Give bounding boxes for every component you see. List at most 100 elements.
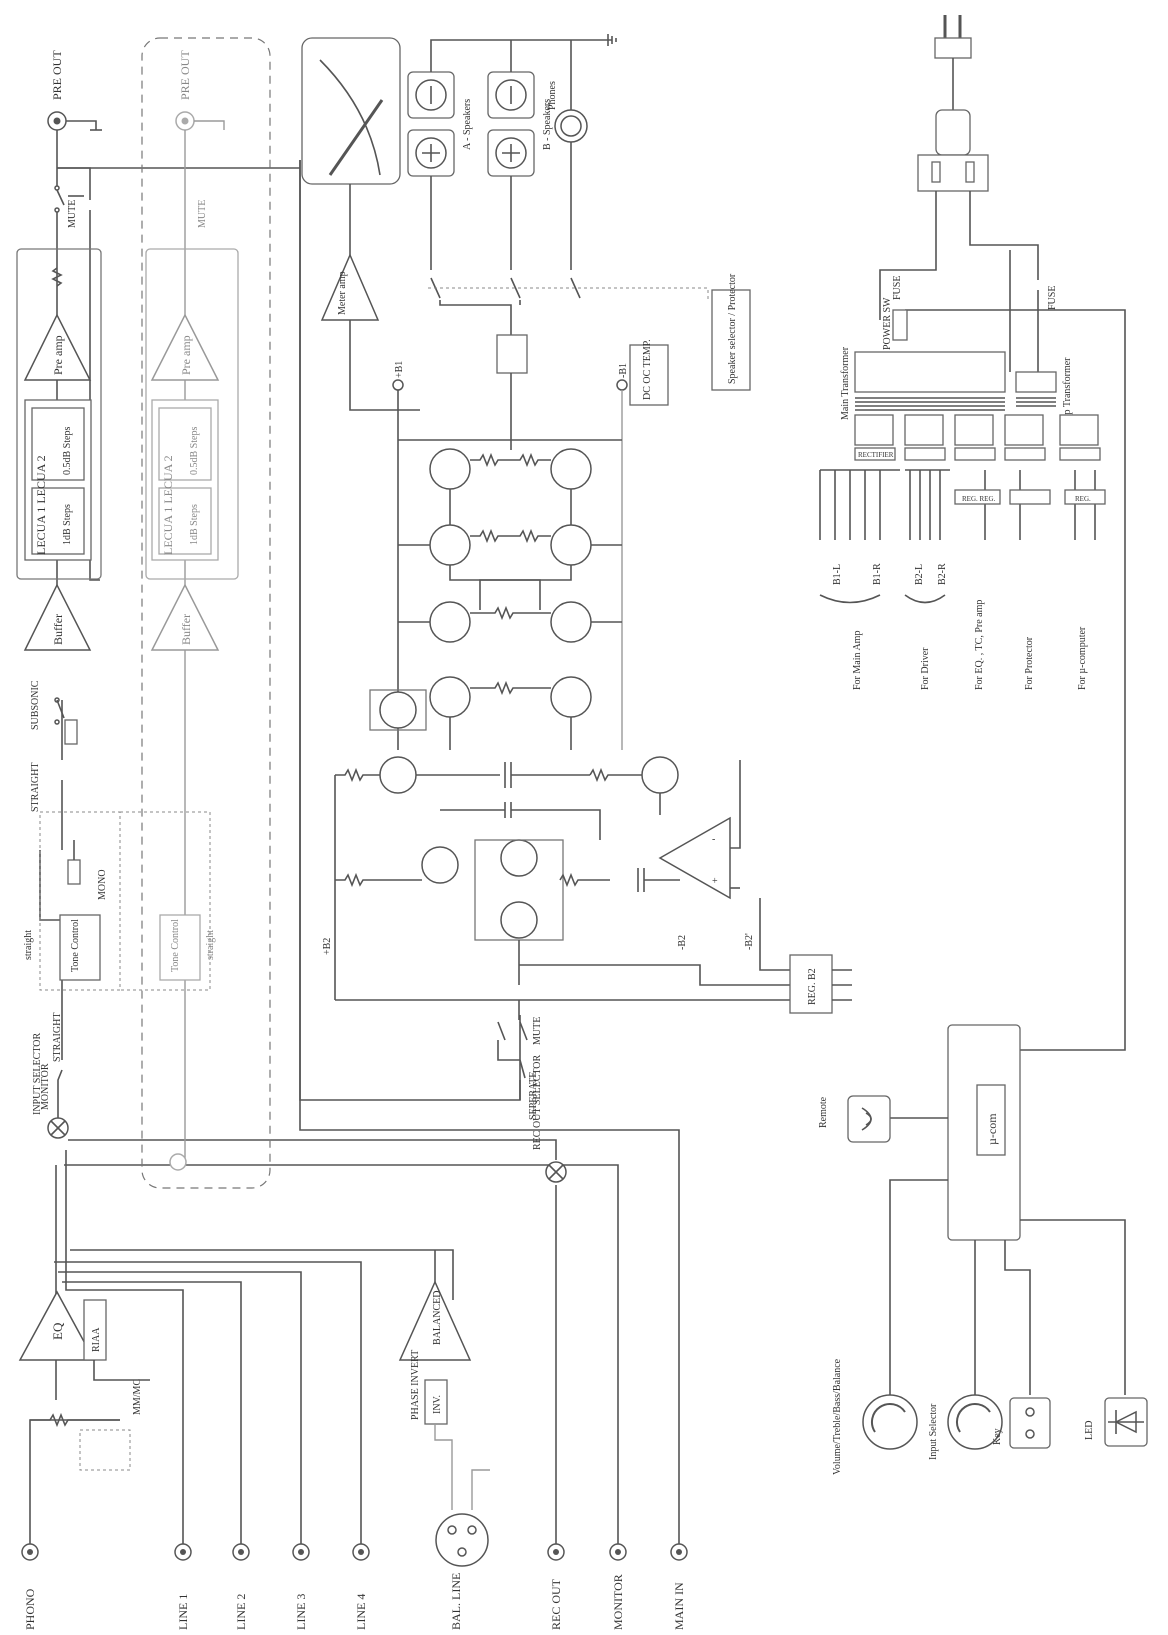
label-a-speakers: A - Speakers	[462, 99, 473, 150]
meter-amp	[320, 253, 380, 321]
label-phones: Phones	[547, 81, 558, 110]
label-line1: LINE 1	[176, 1594, 190, 1630]
label-phono: PHONO	[23, 1588, 37, 1630]
backup-transformer	[1015, 371, 1057, 407]
label-monitor: MONITOR	[611, 1574, 625, 1630]
input-wires	[29, 160, 680, 1544]
label-straight: STRAIGHT	[30, 763, 41, 812]
label-b-speakers: B - Speakers	[542, 99, 553, 150]
pre-amp-group-right	[145, 248, 239, 580]
reg-b2	[789, 954, 833, 1014]
label-separate: SEPERATE	[528, 1072, 539, 1120]
label-mono: MONO	[97, 869, 108, 900]
mute-switch-left	[54, 185, 84, 213]
pre-amp-left	[23, 313, 92, 381]
label-for-main-amp: For Main Amp	[852, 631, 863, 690]
meter	[301, 37, 401, 185]
label-reg2: REG.	[1075, 495, 1091, 503]
svg-text:DC OC TEMP.: DC OC TEMP.	[642, 339, 653, 400]
label-volume: Volume/Treble/Bass/Balance	[832, 1358, 843, 1475]
label-line2: LINE 2	[234, 1594, 248, 1630]
rectifiers	[854, 414, 1101, 461]
svg-text:Tone Control: Tone Control	[170, 919, 181, 972]
key-switch	[1009, 1397, 1051, 1449]
label-line3: LINE 3	[294, 1594, 308, 1630]
svg-text:1dB Steps: 1dB Steps	[62, 504, 73, 545]
svg-text:1dB Steps: 1dB Steps	[189, 504, 200, 545]
label-minus-b1: -B1	[618, 363, 629, 378]
svg-text:Buffer: Buffer	[51, 614, 65, 645]
label-for-protector: For Protector	[1024, 636, 1035, 690]
label-reg1: REG. REG.	[962, 495, 996, 503]
pre-signal-wires	[39, 130, 521, 1118]
svg-text:LECUA 1 LECUA 2: LECUA 1 LECUA 2	[34, 455, 48, 555]
label-line4: LINE 4	[354, 1594, 368, 1630]
output-stage	[398, 439, 622, 750]
label-fuse2: FUSE	[1047, 286, 1058, 310]
label-led: LED	[1084, 1421, 1095, 1440]
balanced-input: BALANCED INV. PHASE INVERT	[398, 1250, 490, 1510]
speaker-selector-box	[711, 289, 751, 391]
remote-sensor	[847, 1095, 891, 1143]
protect-box	[629, 344, 669, 406]
svg-text:Pre amp: Pre amp	[51, 335, 65, 375]
svg-text:straight: straight	[23, 930, 34, 960]
label-pre-out-right: PRE OUT	[178, 50, 192, 100]
svg-text:MM/MC: MM/MC	[132, 1379, 143, 1415]
label-b2r: B2-R	[937, 563, 948, 585]
input-jacks	[21, 1513, 688, 1567]
phono-eq: EQ RIAA MM/MC	[18, 1290, 150, 1471]
svg-text:Tone Control: Tone Control	[70, 919, 81, 972]
svg-text:BALANCED: BALANCED	[432, 1291, 443, 1345]
label-mute-left: MUTE	[67, 200, 78, 228]
label-rectifier: RECTIFIER	[858, 451, 894, 459]
label-for-eq: For EQ. , TC, Pre amp	[974, 600, 985, 690]
subsonic-switch-left	[54, 697, 78, 745]
svg-text:REG. B2: REG. B2	[807, 968, 818, 1005]
label-for-ucom: For µ-computer	[1077, 626, 1088, 690]
label-straight-selector: STRAIGHT	[52, 1013, 63, 1062]
svg-text:Pre amp: Pre amp	[179, 335, 193, 375]
svg-text:PHASE INVERT: PHASE INVERT	[410, 1350, 421, 1420]
label-b2l: B2-L	[914, 564, 925, 585]
xlr-connector	[435, 1513, 489, 1567]
svg-text:LECUA 1 LECUA 2: LECUA 1 LECUA 2	[161, 455, 175, 555]
input-selector-knob	[947, 1394, 1003, 1450]
svg-text:RIAA: RIAA	[91, 1327, 102, 1352]
svg-text:EQ: EQ	[50, 1322, 65, 1340]
label-minus-b2: -B2	[677, 935, 688, 950]
label-remote: Remote	[818, 1096, 829, 1128]
label-backup-transformer: Backup Transformer	[1062, 357, 1073, 440]
svg-text:-: -	[712, 834, 715, 845]
supply-outputs	[819, 469, 1106, 540]
label-monitor-switch: MONITOR	[40, 1063, 51, 1110]
svg-text:0.5dB Steps: 0.5dB Steps	[189, 427, 200, 475]
label-for-driver: For Driver	[920, 647, 931, 690]
pre-amp-right	[150, 313, 220, 381]
svg-text:Buffer: Buffer	[179, 614, 193, 645]
input-selector-symbol	[47, 1117, 69, 1139]
label-main-in: MAIN IN	[672, 1582, 686, 1630]
label-fuse1: FUSE	[892, 276, 903, 300]
label-plus-b1: +B1	[394, 361, 405, 378]
power-switch	[892, 309, 908, 341]
right-channel-group	[141, 37, 271, 1189]
op-amp	[658, 816, 731, 900]
label-pre-out-left: PRE OUT	[50, 50, 64, 100]
tone-control-right	[159, 914, 201, 981]
label-main-transformer: Main Transformer	[840, 346, 851, 420]
label-rec-out-selector: REC OUT SELECTOR	[532, 1054, 543, 1150]
volume-knob	[862, 1394, 918, 1450]
power-plug	[917, 15, 989, 192]
label-input-selector: INPUT SELECTOR	[32, 1033, 43, 1115]
svg-text:0.5dB Steps: 0.5dB Steps	[62, 427, 73, 475]
pre-amp-group-left	[16, 248, 102, 580]
label-bal-line: BAL. LINE	[449, 1573, 463, 1630]
label-input-selector-knob: Input Selector	[928, 1403, 939, 1460]
mono-switch	[67, 840, 81, 885]
label-mute-power: MUTE	[532, 1017, 543, 1045]
svg-text:+: +	[712, 876, 718, 887]
label-minus-b2p: -B2'	[744, 933, 755, 950]
separate-mute-switch	[497, 1021, 528, 1079]
